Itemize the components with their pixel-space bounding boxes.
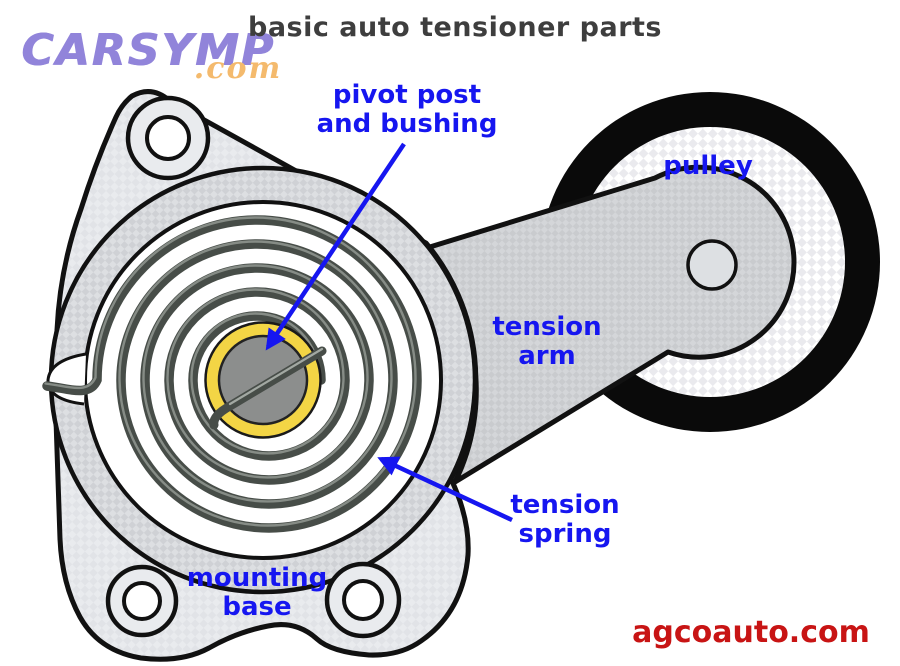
spring-callout-arrow xyxy=(377,456,513,523)
site-logo-tld: .com xyxy=(193,51,283,86)
label-tension-arm: tension arm xyxy=(492,312,602,371)
pivot-post xyxy=(217,334,309,426)
diagram-title: basic auto tensioner parts xyxy=(248,12,662,43)
site-logo: CARSYMP xyxy=(21,25,275,76)
bolt-hole-top-left xyxy=(125,95,211,181)
spring-inner-end-highlight xyxy=(228,347,324,406)
bushing-ring xyxy=(206,323,320,437)
bolt-hole-bottom-right xyxy=(324,561,402,639)
bolt-hole-bottom-left xyxy=(105,564,179,638)
label-tension-spring: tension spring xyxy=(510,490,620,549)
label-pulley: pulley xyxy=(663,151,753,181)
arm-bolt-hole xyxy=(686,239,738,291)
tension-spring-shape xyxy=(42,215,422,533)
label-pivot-post-and-bushing: pivot post and bushing xyxy=(316,80,498,139)
bushing-outer-edge xyxy=(204,321,322,439)
tension-arm-shape xyxy=(417,164,797,485)
label-mounting-base: mounting base xyxy=(186,563,328,622)
pivot-callout-arrow xyxy=(265,142,406,351)
footer-site: agcoauto.com xyxy=(632,615,870,650)
pivot-assembly xyxy=(204,321,327,439)
spring-inner-end xyxy=(209,346,327,430)
spring-spiral-highlight xyxy=(44,216,417,527)
